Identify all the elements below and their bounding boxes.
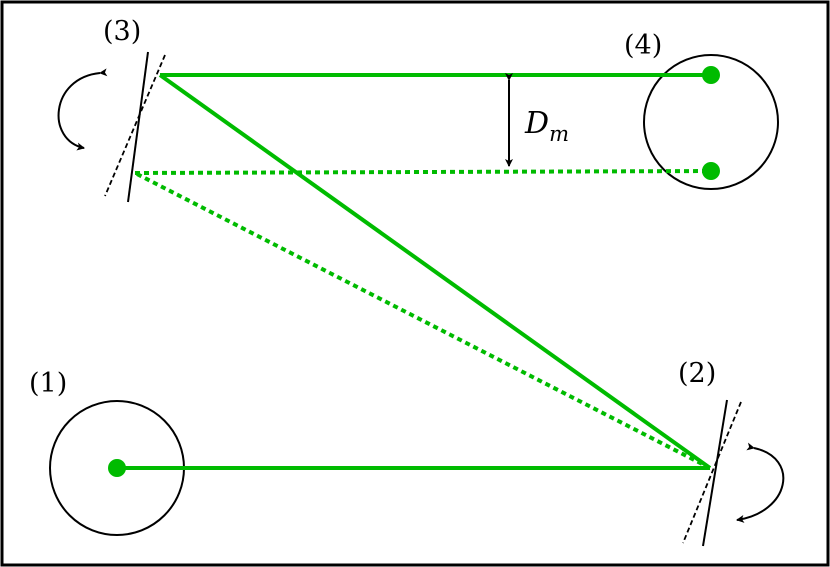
deflected-beam-2-to-3 bbox=[134, 171, 711, 470]
target-point-nominal bbox=[702, 66, 720, 84]
beam-segment-2-to-3 bbox=[158, 73, 712, 470]
displacement-symbol: D bbox=[524, 106, 549, 141]
mirror-2-rotated bbox=[682, 401, 742, 544]
mirror-3-rotated bbox=[104, 54, 166, 197]
mirror-2 bbox=[702, 399, 728, 547]
mirror-3 bbox=[127, 51, 149, 203]
deflected-beam-3-to-4 bbox=[134, 169, 712, 175]
source-point bbox=[108, 459, 126, 477]
label-station-4: (4) bbox=[624, 30, 662, 61]
displacement-label: Dm bbox=[524, 106, 569, 146]
displacement-subscript: m bbox=[549, 122, 569, 146]
rotation-arrow-3 bbox=[57, 68, 108, 151]
label-station-2: (2) bbox=[678, 358, 716, 389]
target-circle-4 bbox=[643, 54, 779, 190]
label-station-1: (1) bbox=[29, 368, 67, 399]
label-station-3: (3) bbox=[103, 16, 141, 47]
target-point-deflected bbox=[702, 162, 720, 180]
rotation-arrow-2 bbox=[736, 442, 785, 523]
